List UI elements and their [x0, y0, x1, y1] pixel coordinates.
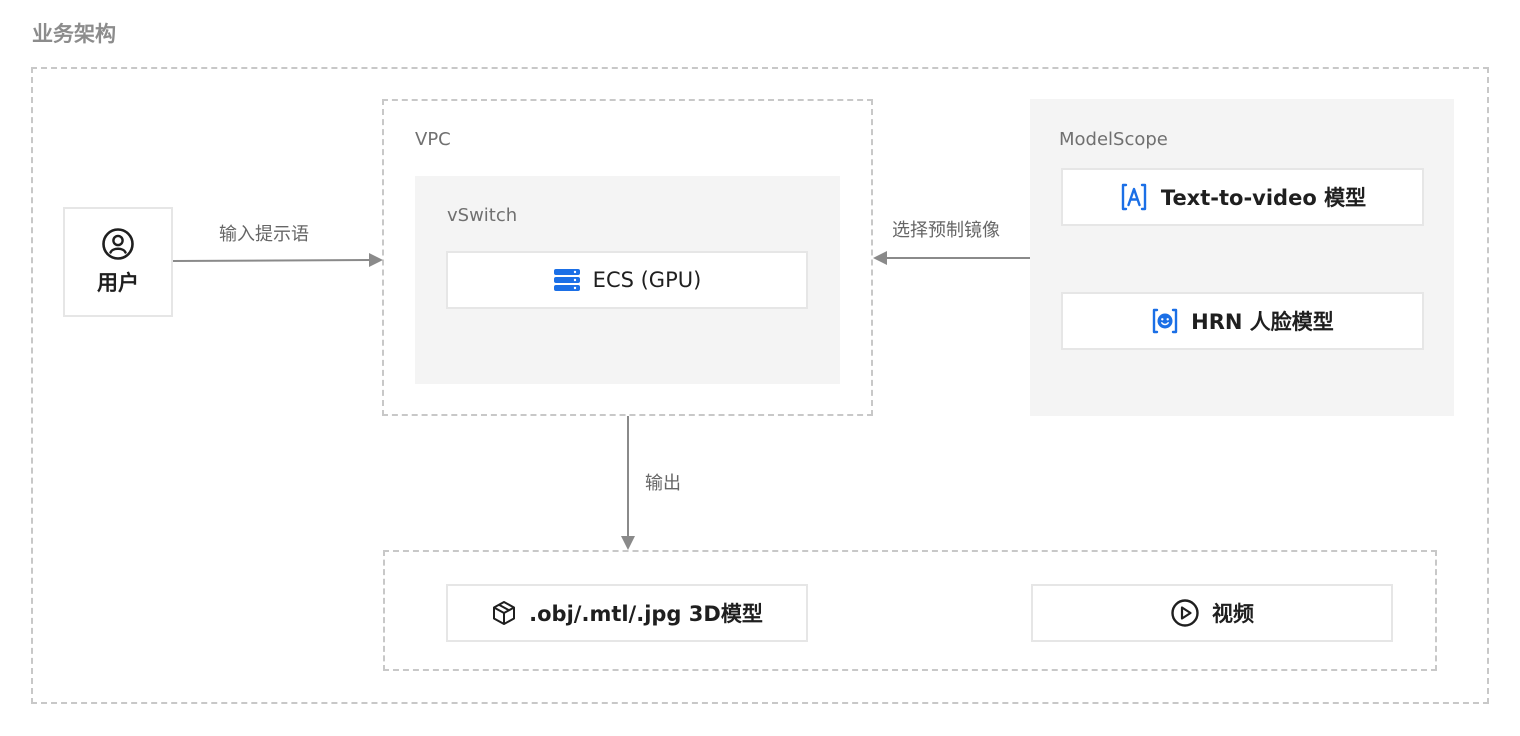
hrn-label: HRN 人脸模型: [1191, 310, 1334, 334]
text-to-video-node[interactable]: Text-to-video 模型: [1061, 168, 1424, 226]
face-model-icon: [1151, 307, 1179, 335]
edge-label-modelscope-to-vpc: 选择预制镜像: [892, 220, 1000, 241]
user-node[interactable]: 用户: [63, 207, 173, 317]
vswitch-label: vSwitch: [447, 205, 518, 226]
model-3d-label: .obj/.mtl/.jpg 3D模型: [529, 602, 763, 626]
page-title: 业务架构: [32, 22, 116, 46]
ecs-label: ECS (GPU): [592, 268, 702, 292]
vpc-region: [382, 99, 873, 416]
user-circle-icon: [101, 227, 135, 261]
modelscope-label: ModelScope: [1059, 129, 1168, 150]
play-circle-icon: [1170, 598, 1200, 628]
video-node[interactable]: 视频: [1031, 584, 1393, 642]
modelscope-region: [1030, 99, 1454, 416]
server-stack-icon: [553, 268, 581, 292]
cube-icon: [491, 600, 517, 626]
text-to-video-label: Text-to-video 模型: [1160, 186, 1367, 210]
hrn-node[interactable]: HRN 人脸模型: [1061, 292, 1424, 350]
edge-label-vpc-to-output: 输出: [645, 473, 681, 494]
architecture-container: [31, 67, 1489, 704]
output-region: [383, 550, 1437, 671]
model-3d-node[interactable]: .obj/.mtl/.jpg 3D模型: [446, 584, 808, 642]
edge-label-user-to-vpc: 输入提示语: [219, 224, 309, 245]
video-label: 视频: [1212, 602, 1254, 626]
ecs-node[interactable]: ECS (GPU): [446, 251, 808, 309]
text-model-icon: [1119, 182, 1149, 212]
vpc-label: VPC: [415, 129, 451, 150]
user-label: 用户: [97, 271, 139, 295]
